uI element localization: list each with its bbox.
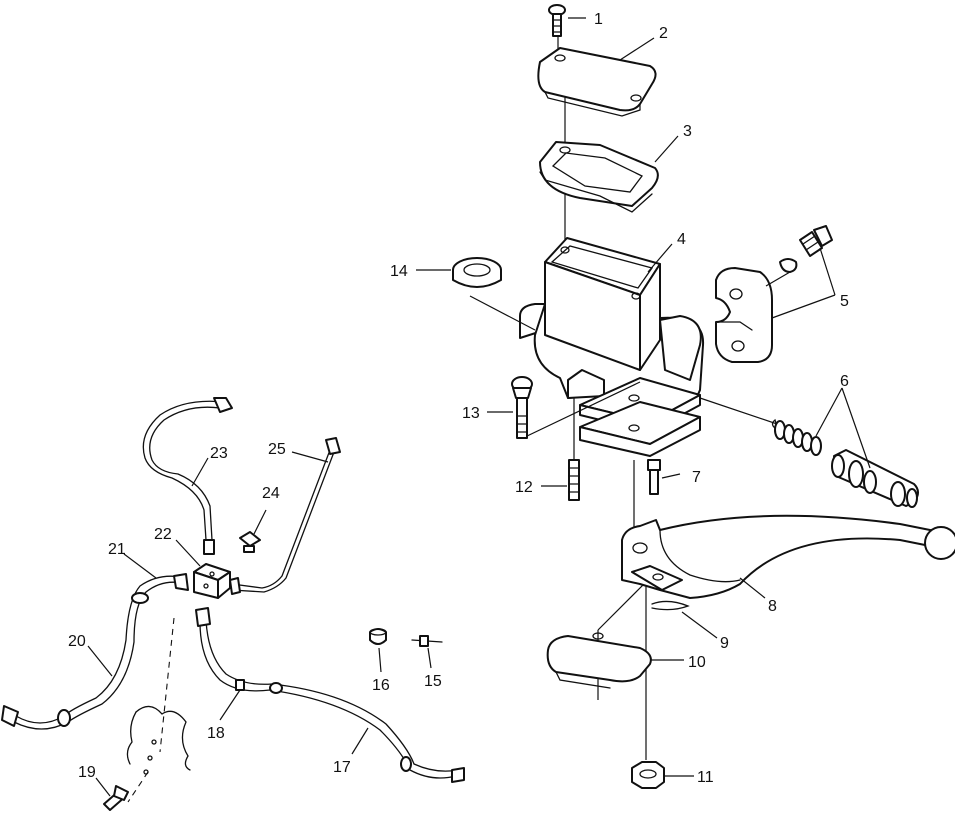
handlebar-clamp-part-5 bbox=[715, 225, 833, 363]
callout-4: 4 bbox=[677, 231, 686, 248]
grommet-leader bbox=[469, 295, 536, 331]
cover-screw-part-1 bbox=[548, 4, 566, 37]
brake-lever-part-8 bbox=[621, 514, 955, 599]
grommet-part-14 bbox=[452, 257, 502, 288]
clip-part-15 bbox=[411, 635, 443, 647]
upper-brake-hose-part-23 bbox=[142, 397, 233, 555]
callout-19: 19 bbox=[78, 764, 96, 781]
callout-18: 18 bbox=[207, 725, 225, 742]
callout-10: 10 bbox=[688, 654, 706, 671]
callout-8: 8 bbox=[768, 598, 777, 615]
steel-brake-line-part-25 bbox=[229, 437, 341, 595]
master-cylinder-body-part-4 bbox=[519, 237, 705, 457]
clamp-axis-line bbox=[765, 271, 791, 287]
callout-17: 17 bbox=[333, 759, 351, 776]
mount-screw-axis bbox=[127, 771, 149, 803]
adjuster-part-10 bbox=[546, 632, 652, 689]
junction-block-part-22 bbox=[193, 563, 231, 599]
callout-24: 24 bbox=[262, 485, 280, 502]
callout-3: 3 bbox=[683, 123, 692, 140]
callout-labels: 1 2 3 4 5 6 7 8 9 10 11 12 13 14 15 16 1… bbox=[68, 11, 849, 786]
callout-5: 5 bbox=[840, 293, 849, 310]
callout-7: 7 bbox=[692, 469, 701, 486]
spring-axis-line bbox=[699, 397, 781, 426]
callout-6: 6 bbox=[840, 373, 849, 390]
fitting-part-24 bbox=[239, 531, 261, 553]
piston-spring-part-6 bbox=[771, 418, 919, 508]
bolt-13-leader bbox=[524, 381, 641, 438]
pivot-pin-part-7 bbox=[647, 459, 661, 495]
callout-22: 22 bbox=[154, 526, 172, 543]
callout-2: 2 bbox=[659, 25, 668, 42]
nut-part-11 bbox=[631, 761, 665, 789]
frame-section bbox=[126, 705, 191, 775]
mount-screw-part-19 bbox=[103, 785, 129, 811]
pivot-bolt-part-13 bbox=[511, 376, 533, 439]
reservoir-cover-part-2 bbox=[537, 47, 657, 117]
callout-16: 16 bbox=[372, 677, 390, 694]
callout-15: 15 bbox=[424, 673, 442, 690]
callout-1: 1 bbox=[594, 11, 603, 28]
callout-14: 14 bbox=[390, 263, 408, 280]
callout-20: 20 bbox=[68, 633, 86, 650]
callout-12: 12 bbox=[515, 479, 533, 496]
adjuster-axis-link bbox=[597, 577, 651, 631]
callout-25: 25 bbox=[268, 441, 286, 458]
junction-mount-axis bbox=[159, 617, 175, 753]
set-screw-part-12 bbox=[568, 459, 580, 501]
diaphragm-part-3 bbox=[539, 141, 659, 213]
callout-11: 11 bbox=[697, 769, 714, 786]
callout-leaders bbox=[87, 17, 871, 797]
spring-clip-part-9 bbox=[651, 600, 690, 611]
callout-13: 13 bbox=[462, 405, 480, 422]
callout-21: 21 bbox=[108, 541, 126, 558]
right-brake-hose-parts-17-18 bbox=[195, 607, 465, 783]
callout-23: 23 bbox=[210, 445, 228, 462]
bushing-part-16 bbox=[369, 628, 387, 645]
callout-9: 9 bbox=[720, 635, 729, 652]
left-brake-hose-parts-20-21 bbox=[1, 573, 189, 730]
